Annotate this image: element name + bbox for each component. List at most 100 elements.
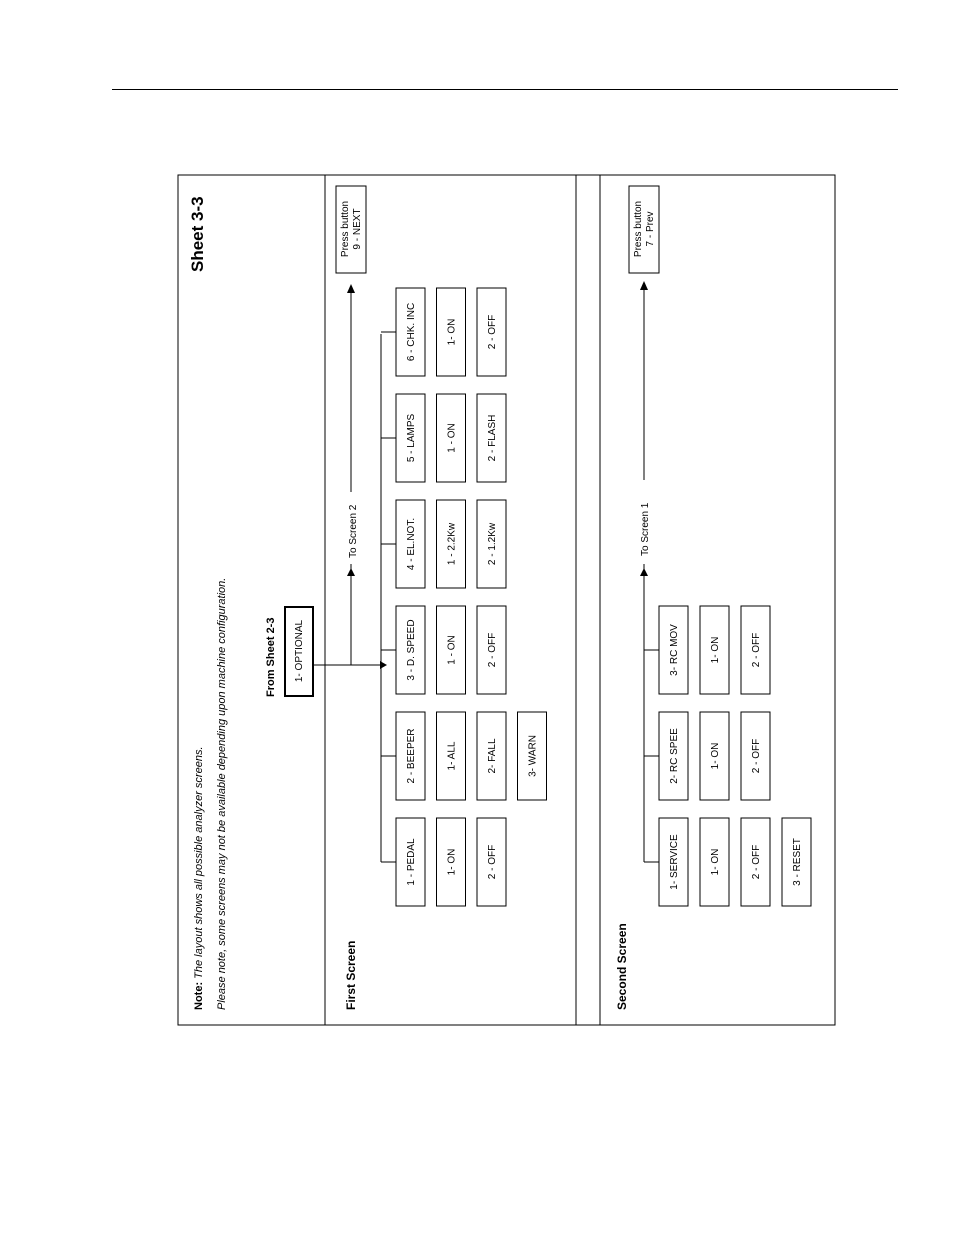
first-screen-item-5-1-label: 1 - ON <box>447 423 458 452</box>
first-screen-item-1-1-label: 1- ON <box>447 849 458 876</box>
first-screen-head-4-label: 4 - EL.NOT. <box>406 518 417 570</box>
second-screen-item-2-1-label: 1- ON <box>710 743 721 770</box>
second-screen-item-3-1-box[interactable] <box>699 605 730 695</box>
next-button-line-1: Press button <box>340 201 351 257</box>
first-screen-item-6-1[interactable]: 1- ON <box>436 287 466 377</box>
first-screen-head-6-label: 6 - CHK. INC <box>406 303 417 361</box>
first-screen-item-1-2-label: 2 - OFF <box>487 845 498 879</box>
first-screen-item-1-1-box[interactable] <box>436 817 466 907</box>
note-line-2: Please note, some screens may not be ava… <box>216 578 228 1010</box>
first-screen-item-2-3-box[interactable] <box>517 711 547 801</box>
note-text: Note: The layout shows all possible anal… <box>193 746 205 1010</box>
first-screen-item-1-2[interactable]: 2 - OFF <box>476 817 507 907</box>
second-screen-item-2-2-box[interactable] <box>740 711 771 801</box>
first-screen-item-3-2-label: 2 - OFF <box>487 633 498 667</box>
second-screen-item-1-1[interactable]: 1- ON <box>699 817 730 907</box>
first-screen-item-5-1-box[interactable] <box>436 393 466 483</box>
first-screen-head-2-box[interactable] <box>395 711 426 801</box>
second-screen-item-1-2-label: 2 - OFF <box>751 845 762 879</box>
second-to-screen-arrowhead-1 <box>640 568 648 576</box>
first-screen-title: First Screen <box>344 941 358 1010</box>
prev-button-box[interactable] <box>628 185 660 274</box>
first-screen-item-2-1[interactable]: 1- ALL <box>436 711 466 801</box>
first-screen-head-3-box[interactable] <box>395 605 426 695</box>
first-screen-item-6-1-box[interactable] <box>436 287 466 377</box>
first-screen-item-2-2[interactable]: 2- FALL <box>476 711 507 801</box>
next-button[interactable]: Press button 9 - NEXT <box>335 185 367 274</box>
first-screen-item-3-1-box[interactable] <box>436 605 466 695</box>
prev-button-line-2: 7 - Prev <box>645 211 656 246</box>
first-screen-item-6-2[interactable]: 2 - OFF <box>476 287 507 377</box>
second-screen-item-3-1-label: 1- ON <box>710 637 721 664</box>
first-screen-head-6-box[interactable] <box>395 287 426 377</box>
first-screen-head-5-box[interactable] <box>395 393 426 483</box>
prev-button[interactable]: Press button 7 - Prev <box>628 185 660 274</box>
diagram-frame <box>177 174 836 1026</box>
second-screen-head-3-box[interactable] <box>658 605 689 695</box>
optional-connector-arrowhead <box>380 661 387 669</box>
first-screen-item-4-2-box[interactable] <box>476 499 507 589</box>
second-screen-item-2-1[interactable]: 1- ON <box>699 711 730 801</box>
first-screen-head-4-box[interactable] <box>395 499 426 589</box>
second-screen-item-1-2-box[interactable] <box>740 817 771 907</box>
prev-button-line-1: Press button <box>633 201 644 257</box>
note-prefix: Note: <box>193 982 205 1010</box>
second-screen-item-1-3[interactable]: 3 - RESET <box>781 817 812 907</box>
first-screen-head-6[interactable]: 6 - CHK. INC <box>395 287 426 377</box>
first-screen-item-2-1-box[interactable] <box>436 711 466 801</box>
first-screen-item-3-2[interactable]: 2 - OFF <box>476 605 507 695</box>
second-screen-head-2-box[interactable] <box>658 711 689 801</box>
second-screen-item-1-3-box[interactable] <box>781 817 812 907</box>
first-screen-item-4-1-box[interactable] <box>436 499 466 589</box>
second-screen-item-2-2[interactable]: 2 - OFF <box>740 711 771 801</box>
second-screen-item-1-2[interactable]: 2 - OFF <box>740 817 771 907</box>
second-to-screen-arrowhead-2 <box>640 281 648 290</box>
first-screen-columns: 1 - PEDAL 1- ON 2 - OFF 2 - BEEPER 1- ALL 2- … <box>381 287 547 907</box>
first-screen-item-2-1-label: 1- ALL <box>447 741 458 770</box>
next-button-box[interactable] <box>335 185 367 274</box>
second-screen-head-2[interactable]: 2- RC SPEE <box>658 711 689 801</box>
first-to-screen-label: To Screen 2 <box>348 504 359 558</box>
second-screen-item-1-3-label: 3 - RESET <box>792 838 803 886</box>
first-screen-head-2[interactable]: 2 - BEEPER <box>395 711 426 801</box>
first-screen-head-1-box[interactable] <box>395 817 426 907</box>
first-screen-item-2-3-label: 3- WARN <box>528 735 539 777</box>
first-to-screen-label-gap <box>340 492 362 564</box>
first-screen-item-1-2-box[interactable] <box>476 817 507 907</box>
second-to-screen-label: To Screen 1 <box>640 502 651 556</box>
second-screen-item-3-2[interactable]: 2 - OFF <box>740 605 771 695</box>
first-screen-item-4-1[interactable]: 1 - 2.2Kw <box>436 499 466 589</box>
second-screen-head-3[interactable]: 3- RC MOV <box>658 605 689 695</box>
first-screen-head-1[interactable]: 1 - PEDAL <box>395 817 426 907</box>
page-top-rule <box>112 89 898 90</box>
first-screen-head-5-label: 5 - LAMPS <box>406 414 417 463</box>
first-screen-item-2-2-label: 2- FALL <box>487 738 498 773</box>
sheet-title: Sheet 3-3 <box>188 196 207 272</box>
first-screen-item-3-2-box[interactable] <box>476 605 507 695</box>
first-screen-head-5[interactable]: 5 - LAMPS <box>395 393 426 483</box>
first-screen-item-6-1-label: 1- ON <box>447 319 458 346</box>
second-screen-head-1[interactable]: 1- SERVICE <box>658 817 689 907</box>
second-screen-item-3-2-box[interactable] <box>740 605 771 695</box>
first-screen-head-4[interactable]: 4 - EL.NOT. <box>395 499 426 589</box>
second-screen-title: Second Screen <box>615 923 629 1010</box>
first-screen-item-1-1[interactable]: 1- ON <box>436 817 466 907</box>
second-screen-item-1-1-box[interactable] <box>699 817 730 907</box>
first-screen-item-5-2[interactable]: 2 - FLASH <box>476 393 507 483</box>
first-screen-item-2-2-box[interactable] <box>476 711 507 801</box>
first-screen-item-6-2-box[interactable] <box>476 287 507 377</box>
first-screen-head-3[interactable]: 3 - D. SPEED <box>395 605 426 695</box>
first-screen-item-4-2[interactable]: 2 - 1.2Kw <box>476 499 507 589</box>
first-screen-item-5-2-box[interactable] <box>476 393 507 483</box>
second-screen-item-2-1-box[interactable] <box>699 711 730 801</box>
first-screen-item-2-3[interactable]: 3- WARN <box>517 711 547 801</box>
first-screen-item-3-1[interactable]: 1 - ON <box>436 605 466 695</box>
first-screen-item-5-2-label: 2 - FLASH <box>487 415 498 462</box>
second-screen-head-1-box[interactable] <box>658 817 689 907</box>
second-screen-item-3-2-label: 2 - OFF <box>751 633 762 667</box>
first-screen-item-5-1[interactable]: 1 - ON <box>436 393 466 483</box>
second-to-screen-label-gap <box>633 480 655 564</box>
first-screen-item-6-2-label: 2 - OFF <box>487 315 498 349</box>
second-screen-item-3-1[interactable]: 1- ON <box>699 605 730 695</box>
